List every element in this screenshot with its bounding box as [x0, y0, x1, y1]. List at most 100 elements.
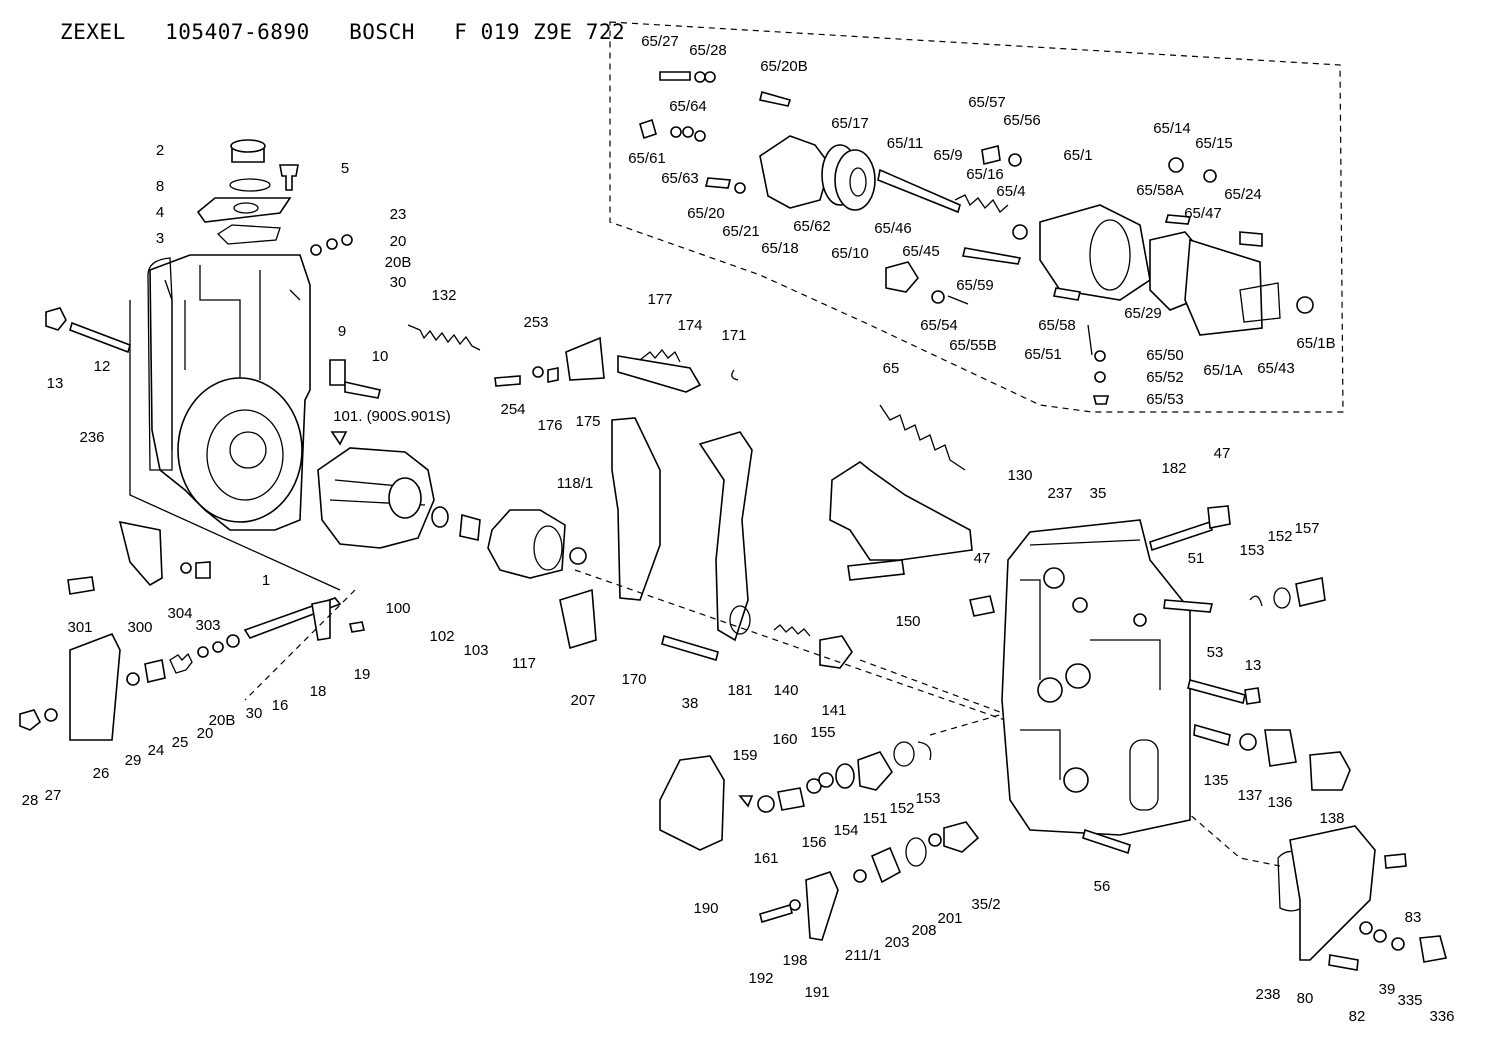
part-callout: 26	[93, 765, 110, 782]
part-callout: 190	[693, 900, 718, 917]
part-callout: 336	[1429, 1008, 1454, 1025]
part-callout: 174	[677, 317, 702, 334]
part-callout: 30	[390, 274, 407, 291]
part-callout: 238	[1255, 986, 1280, 1003]
part-callout: 65/58	[1038, 317, 1076, 334]
part-callout: 27	[45, 787, 62, 804]
part-callout: 65/46	[874, 220, 912, 237]
part-callout: 47	[1214, 445, 1231, 462]
part-callout: 304	[167, 605, 192, 622]
part-callout: 150	[895, 613, 920, 630]
part-callout: 65/47	[1184, 205, 1222, 222]
part-callout: 211/1	[845, 947, 881, 964]
part-callout: 80	[1297, 990, 1314, 1007]
pump-housing	[129, 254, 341, 591]
part-callout: 65/20B	[760, 58, 808, 75]
part-callout: 53	[1207, 644, 1224, 661]
governor-group-boundary	[609, 21, 1344, 413]
part-callout: 19	[354, 666, 371, 683]
part-callout: 171	[721, 327, 746, 344]
part-callout: 65/1	[1063, 147, 1092, 164]
part-callout: 156	[801, 834, 826, 851]
part-callout: 16	[272, 697, 289, 714]
part-callout: 198	[782, 952, 807, 969]
part-callout: 20	[197, 725, 214, 742]
part-callout: 152	[1267, 528, 1292, 545]
part-callout: 153	[1239, 542, 1264, 559]
part-callout: 65/58A	[1136, 182, 1184, 199]
part-callout: 154	[833, 822, 858, 839]
part-callout: 65/56	[1003, 112, 1041, 129]
part-callout: 65/16	[966, 166, 1004, 183]
part-callout: 65/52	[1146, 369, 1184, 386]
part-callout: 253	[523, 314, 548, 331]
part-callout: 8	[156, 178, 164, 195]
governor-housing	[1001, 519, 1191, 836]
part-callout: 1	[262, 572, 270, 589]
part-callout: 203	[884, 934, 909, 951]
part-callout: 161	[753, 850, 778, 867]
part-callout: 28	[22, 792, 39, 809]
part-callout: 192	[748, 970, 773, 987]
part-callout: 137	[1237, 787, 1262, 804]
part-callout: 65	[883, 360, 900, 377]
part-callout: 65/9	[933, 147, 962, 164]
part-callout: 65/43	[1257, 360, 1295, 377]
part-callout: 303	[195, 617, 220, 634]
gasket	[147, 257, 173, 471]
part-callout: 29	[125, 752, 142, 769]
part-callout: 2	[156, 142, 164, 159]
part-callout: 160	[772, 731, 797, 748]
part-callout: 191	[804, 984, 829, 1001]
part-callout: 141	[821, 702, 846, 719]
part-callout: 35	[1090, 485, 1107, 502]
part-callout: 65/54	[920, 317, 958, 334]
part-callout: 65/18	[761, 240, 799, 257]
diagram-title: ZEXEL 105407-6890 BOSCH F 019 Z9E 722	[60, 20, 626, 44]
part-callout: 153	[915, 790, 940, 807]
part-callout: 136	[1267, 794, 1292, 811]
part-callout: 51	[1188, 550, 1205, 567]
part-callout: 65/64	[669, 98, 707, 115]
part-callout: 23	[390, 206, 407, 223]
part-callout: 13	[1245, 657, 1262, 674]
part-callout: 20B	[209, 712, 236, 729]
part-callout: 177	[647, 291, 672, 308]
part-callout: 30	[246, 705, 263, 722]
part-callout: 24	[148, 742, 165, 759]
part-callout: 65/1A	[1203, 362, 1242, 379]
part-callout: 155	[810, 724, 835, 741]
part-callout: 25	[172, 734, 189, 751]
part-callout: 100	[385, 600, 410, 617]
part-callout: 65/21	[722, 223, 760, 240]
part-callout: 159	[732, 747, 757, 764]
part-callout: 13	[47, 375, 64, 392]
part-callout: 300	[127, 619, 152, 636]
part-callout: 65/11	[887, 135, 923, 152]
part-callout: 9	[338, 323, 346, 340]
part-callout: 82	[1349, 1008, 1366, 1025]
part-callout: 39	[1379, 981, 1396, 998]
part-callout: 65/27	[641, 33, 679, 50]
part-callout: 132	[431, 287, 456, 304]
part-callout: 20B	[385, 254, 412, 271]
part-callout: 65/62	[793, 218, 831, 235]
part-callout: 56	[1094, 878, 1111, 895]
part-callout: 135	[1203, 772, 1228, 789]
governor-parts	[639, 71, 1314, 405]
part-callout: 170	[621, 671, 646, 688]
part-callout: 237	[1047, 485, 1072, 502]
part-callout: 65/1B	[1296, 335, 1335, 352]
part-callout: 65/61	[628, 150, 666, 167]
part-callout: 118/1	[557, 475, 593, 492]
flyweight-assembly	[317, 447, 435, 549]
part-callout: 65/59	[956, 277, 994, 294]
part-callout: 5	[341, 160, 349, 177]
part-callout: 157	[1294, 520, 1319, 537]
part-callout: 130	[1007, 467, 1032, 484]
part-callout: 65/14	[1153, 120, 1191, 137]
part-callout: 38	[682, 695, 699, 712]
part-callout: 181	[727, 682, 752, 699]
